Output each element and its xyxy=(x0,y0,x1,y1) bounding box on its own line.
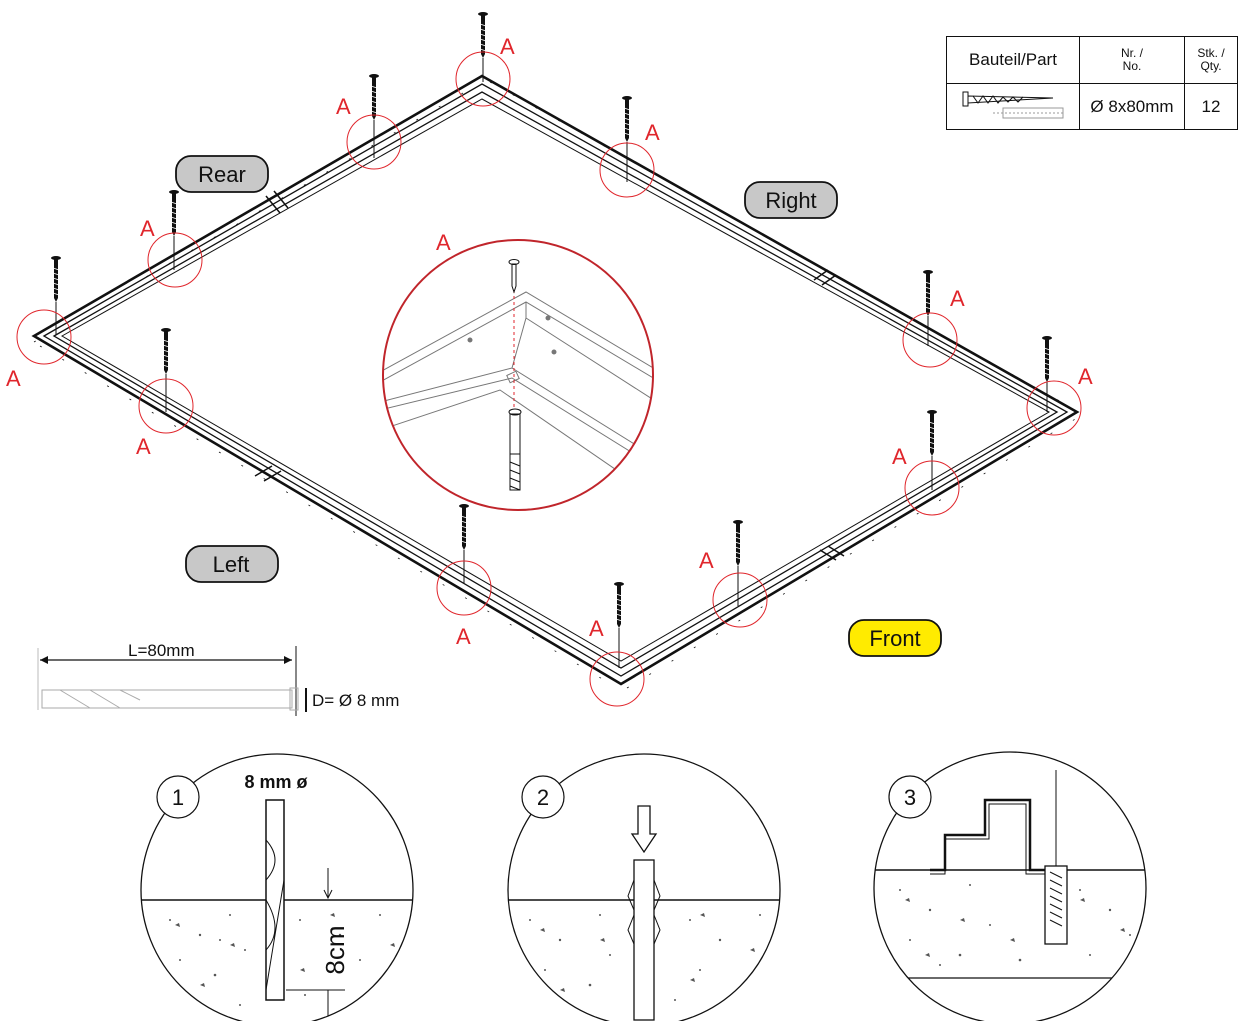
step-2-insert-anchor: 2 xyxy=(507,753,781,1021)
parts-table: Bauteil/Part Nr. / No. Stk. / Qty. Ø 8x8… xyxy=(946,36,1238,130)
label-left-text: Left xyxy=(213,552,250,577)
detail-screw-top xyxy=(508,259,520,294)
part-number: Ø 8x80mm xyxy=(1079,83,1185,130)
label-front-text: Front xyxy=(869,626,920,651)
header-quantity: Stk. / Qty. xyxy=(1184,36,1238,84)
header-number-line1: Nr. / xyxy=(1120,46,1143,60)
header-number-line2: No. xyxy=(1122,59,1142,73)
detail-anchor xyxy=(508,408,522,491)
header-quantity-line1: Stk. / xyxy=(1197,46,1225,60)
part-quantity: 12 xyxy=(1184,83,1238,130)
frame-screws xyxy=(50,11,1053,668)
diameter-dimension: D= Ø 8 mm xyxy=(312,691,399,710)
step-1-drill: 1 8 mm ø 8cm xyxy=(140,753,414,1021)
part-image xyxy=(946,83,1080,130)
mounting-point-circles xyxy=(16,51,1082,707)
mark-a: A xyxy=(589,616,604,641)
screw-and-anchor-icon xyxy=(962,91,1064,119)
mark-a: A xyxy=(456,624,471,649)
drill-size-label: 8 mm ø xyxy=(244,772,307,792)
mark-a: A xyxy=(500,34,515,59)
mark-a: A xyxy=(892,444,907,469)
mark-a: A xyxy=(1078,364,1093,389)
mark-a: A xyxy=(645,120,660,145)
mark-a: A xyxy=(950,286,965,311)
mark-a: A xyxy=(140,216,155,241)
step-3-number: 3 xyxy=(904,785,916,810)
mark-a: A xyxy=(336,94,351,119)
corner-detail xyxy=(382,239,654,511)
label-right: Right xyxy=(744,181,838,219)
mark-a: A xyxy=(6,366,21,391)
drill-depth-label: 8cm xyxy=(320,925,350,974)
header-part: Bauteil/Part xyxy=(946,36,1080,84)
step-3-mount-bracket: 3 xyxy=(873,751,1147,1021)
step-2-number: 2 xyxy=(537,785,549,810)
label-front: Front xyxy=(848,619,942,657)
mark-a: A xyxy=(436,230,451,255)
label-left: Left xyxy=(185,545,279,583)
mark-a: A xyxy=(699,548,714,573)
header-number: Nr. / No. xyxy=(1079,36,1185,84)
label-rear-text: Rear xyxy=(198,162,246,187)
mark-a: A xyxy=(136,434,151,459)
anchor-dimension-drawing: L=80mm D= Ø 8 mm xyxy=(37,641,399,716)
header-quantity-line2: Qty. xyxy=(1200,59,1222,73)
length-dimension: L=80mm xyxy=(128,641,195,660)
label-right-text: Right xyxy=(765,188,816,213)
label-rear: Rear xyxy=(175,155,269,193)
ceiling-frame xyxy=(31,74,1080,691)
step-1-number: 1 xyxy=(172,785,184,810)
mounting-point-labels: A A A A A A A A A A A A A xyxy=(6,34,1093,649)
